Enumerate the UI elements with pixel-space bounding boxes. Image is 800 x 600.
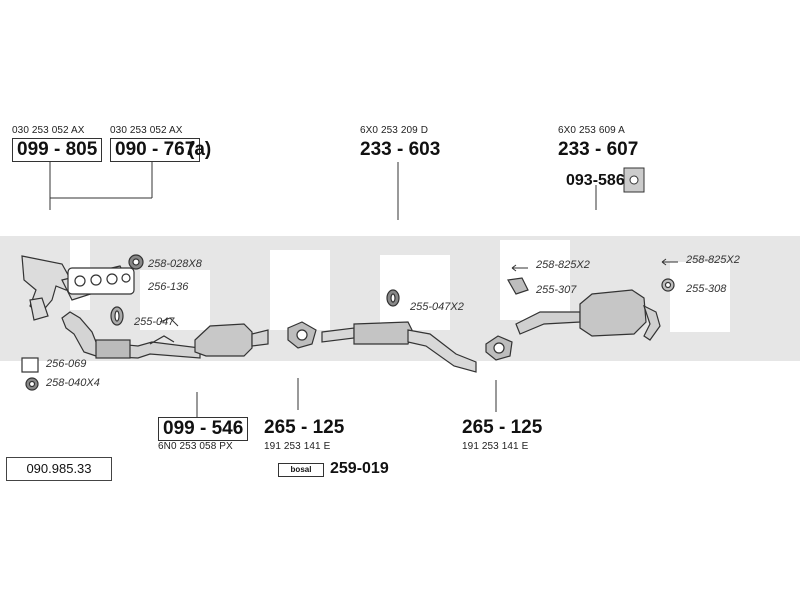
callout-258-825x2-right: 258-825X2: [686, 254, 740, 266]
callout-255-047: 255-047: [134, 316, 175, 328]
oem-ref-099-805: 030 253 052 AX: [12, 125, 85, 136]
catalog-number: 090.985.33: [6, 457, 112, 481]
part-265-125-left[interactable]: 265 - 125: [264, 417, 345, 438]
callout-256-069: 256-069: [46, 358, 87, 370]
centre-pipe: [321, 321, 477, 373]
leader-lines: [49, 160, 597, 418]
clamps: [287, 277, 675, 361]
part-259-019[interactable]: 259-019: [330, 460, 389, 477]
callout-258-040x4: 258-040X4: [46, 377, 100, 389]
part-099-805[interactable]: 099 - 805: [12, 138, 103, 162]
bosal-logo: bosal: [278, 463, 324, 477]
oem-ref-233-603: 6X0 253 209 D: [360, 125, 429, 136]
callout-255-307: 255-307: [536, 284, 577, 296]
oem-ref-090-767: 030 253 052 AX: [110, 125, 183, 136]
gaskets: [21, 254, 144, 391]
part-099-546[interactable]: 099 - 546: [158, 417, 249, 441]
part-090-767[interactable]: 090 - 767: [110, 138, 201, 162]
small-hardware: [159, 167, 678, 327]
oem-ref-265-125-right: 191 253 141 E: [462, 441, 529, 452]
part-265-125-right[interactable]: 265 - 125: [462, 417, 543, 438]
oem-ref-265-125-left: 191 253 141 E: [264, 441, 331, 452]
part-233-607[interactable]: 233 - 607: [558, 139, 639, 160]
front-pipe: [61, 311, 269, 359]
callout-255-047x2: 255-047X2: [410, 301, 464, 313]
rear-silencer: [515, 289, 661, 341]
callout-256-136: 256-136: [148, 281, 189, 293]
part-233-603[interactable]: 233 - 603: [360, 139, 441, 160]
part-090-767-suffix: (a): [188, 139, 212, 160]
oem-ref-233-607: 6X0 253 609 A: [558, 125, 625, 136]
callout-255-308: 255-308: [686, 283, 727, 295]
callout-258-825x2-left: 258-825X2: [536, 259, 590, 271]
callout-258-028x8: 258-028X8: [148, 258, 202, 270]
oem-ref-099-546: 6N0 253 058 PX: [158, 441, 233, 452]
part-093-586[interactable]: 093-586: [566, 172, 625, 189]
